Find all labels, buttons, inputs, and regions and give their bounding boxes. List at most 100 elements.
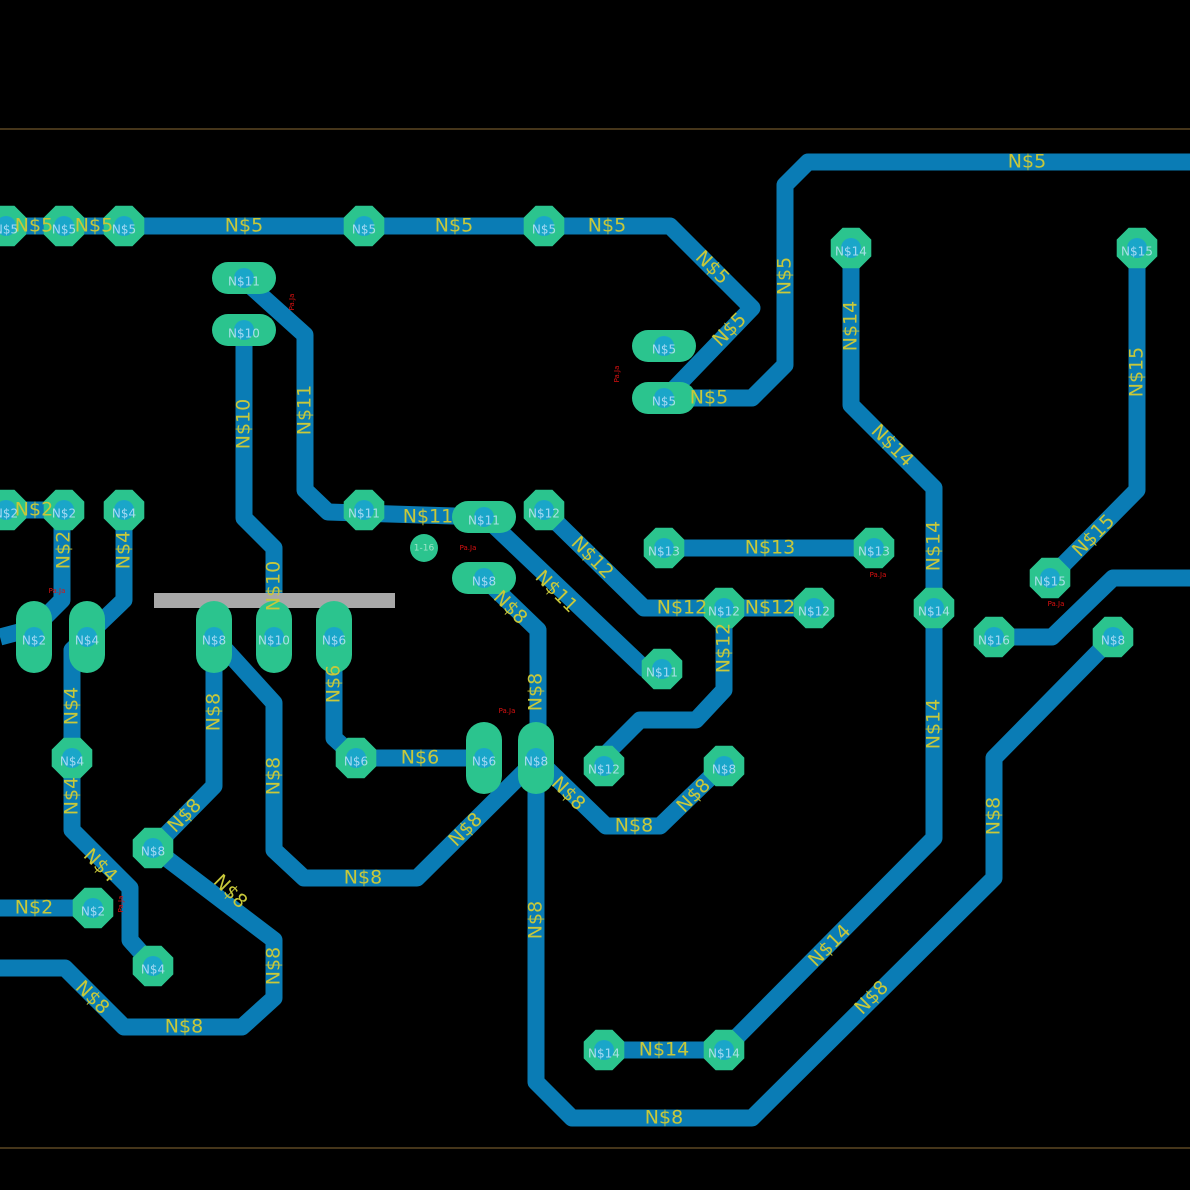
- net-label: N$15: [1126, 347, 1148, 397]
- pad-drill-hole: [714, 1040, 734, 1060]
- net-label: N$12: [657, 597, 707, 619]
- net-label: N$8: [525, 673, 547, 711]
- net-label: N$2: [15, 499, 53, 521]
- via: [410, 534, 438, 562]
- trace-n8-right: [527, 631, 1120, 1127]
- pad-drill-hole: [234, 320, 254, 340]
- pad-drill-hole: [324, 627, 344, 647]
- net-label: N$11: [294, 385, 316, 435]
- pad-drill-hole: [984, 627, 1004, 647]
- pad: [103, 489, 145, 531]
- pad: [103, 205, 145, 247]
- pad-drill-hole: [24, 627, 44, 647]
- pad-label: N$2: [52, 507, 76, 521]
- pad-drill-hole: [474, 568, 494, 588]
- pad-label: N$15: [1121, 245, 1153, 259]
- trace-n15: [1043, 248, 1146, 584]
- pad-drill-hole: [714, 756, 734, 776]
- pad: [632, 330, 696, 362]
- pad-drill-hole: [714, 598, 734, 618]
- net-label: N$4: [61, 687, 83, 725]
- pad-drill-hole: [114, 500, 134, 520]
- pad-label: N$10: [228, 327, 260, 341]
- trace-n8-left-a: [0, 637, 283, 1036]
- pad-label: N$4: [141, 963, 165, 977]
- pad-drill-hole: [143, 956, 163, 976]
- net-label: N$5: [225, 215, 263, 237]
- pad-drill-hole: [474, 748, 494, 768]
- trace-n11-a: [238, 273, 486, 526]
- pad-label: N$12: [588, 763, 620, 777]
- pad: [343, 489, 385, 531]
- net-label: N$8: [203, 693, 225, 731]
- pad-label: N$4: [112, 507, 136, 521]
- pad: [793, 587, 835, 629]
- pad-label: N$10: [258, 634, 290, 648]
- net-label: N$5: [588, 215, 626, 237]
- net-label: N$11: [403, 506, 453, 528]
- pad-label: N$14: [708, 1047, 740, 1061]
- pad: [69, 601, 105, 673]
- net-label: N$8: [615, 815, 653, 837]
- pad-drill-hole: [864, 538, 884, 558]
- pad: [583, 1029, 625, 1071]
- pad: [43, 205, 85, 247]
- net-label: N$5: [75, 215, 113, 237]
- net-label: N$12: [745, 597, 795, 619]
- pad-label: N$5: [352, 223, 376, 237]
- pad-drill-hole: [264, 627, 284, 647]
- net-label: N$8: [525, 901, 547, 939]
- pad-drill-hole: [594, 756, 614, 776]
- pad-label: N$5: [652, 343, 676, 357]
- pad: [1029, 557, 1071, 599]
- net-label: N$8: [209, 870, 252, 913]
- pad-label: N$6: [344, 755, 368, 769]
- net-label: N$10: [233, 399, 255, 449]
- pad-drill-hole: [534, 216, 554, 236]
- pad-label: N$13: [648, 545, 680, 559]
- pad-drill-hole: [804, 598, 824, 618]
- pad: [641, 648, 683, 690]
- net-label: N$14: [840, 301, 862, 351]
- pad-drill-hole: [114, 216, 134, 236]
- net-label: N$8: [165, 1016, 203, 1038]
- pad-label: N$4: [60, 755, 84, 769]
- pad: [518, 722, 554, 794]
- pads: [0, 205, 1158, 1071]
- pad-drill-hole: [526, 748, 546, 768]
- pad: [583, 745, 625, 787]
- pad-label: N$12: [798, 605, 830, 619]
- pad-label: N$8: [524, 755, 548, 769]
- pad: [466, 722, 502, 794]
- pad: [973, 616, 1015, 658]
- net-label: N$2: [15, 897, 53, 919]
- net-label: N$8: [263, 757, 285, 795]
- pad: [316, 601, 352, 673]
- pad: [913, 587, 955, 629]
- trace-n16: [994, 569, 1190, 646]
- pad-drill-hole: [54, 500, 74, 520]
- silk-text: Pa.Ja: [288, 294, 296, 311]
- pad-drill-hole: [474, 507, 494, 527]
- pad-label: N$2: [81, 905, 105, 919]
- net-label: N$8: [645, 1107, 683, 1129]
- pad: [703, 587, 745, 629]
- pad: [0, 489, 27, 531]
- pad-label: N$12: [708, 605, 740, 619]
- pad-label: N$5: [112, 223, 136, 237]
- net-label: N$10: [263, 561, 285, 611]
- net-label: N$5: [15, 215, 53, 237]
- net-label: N$4: [113, 531, 135, 569]
- silk-text: Pa.Ja: [117, 896, 125, 913]
- pad-label: N$11: [646, 666, 678, 680]
- pad-label: N$2: [22, 634, 46, 648]
- silk-text: Pa.Ja: [499, 707, 516, 715]
- pad-drill-hole: [654, 538, 674, 558]
- pad-labels: N$5N$5N$5N$5N$5N$11N$10N$5N$5N$14N$15N$2…: [0, 223, 1153, 1061]
- pad-label: N$5: [0, 223, 18, 237]
- silk-text: 1-16: [414, 544, 435, 554]
- silk-text: Pa.Ja: [1048, 600, 1065, 608]
- trace-n10: [235, 330, 283, 637]
- pad-drill-hole: [62, 748, 82, 768]
